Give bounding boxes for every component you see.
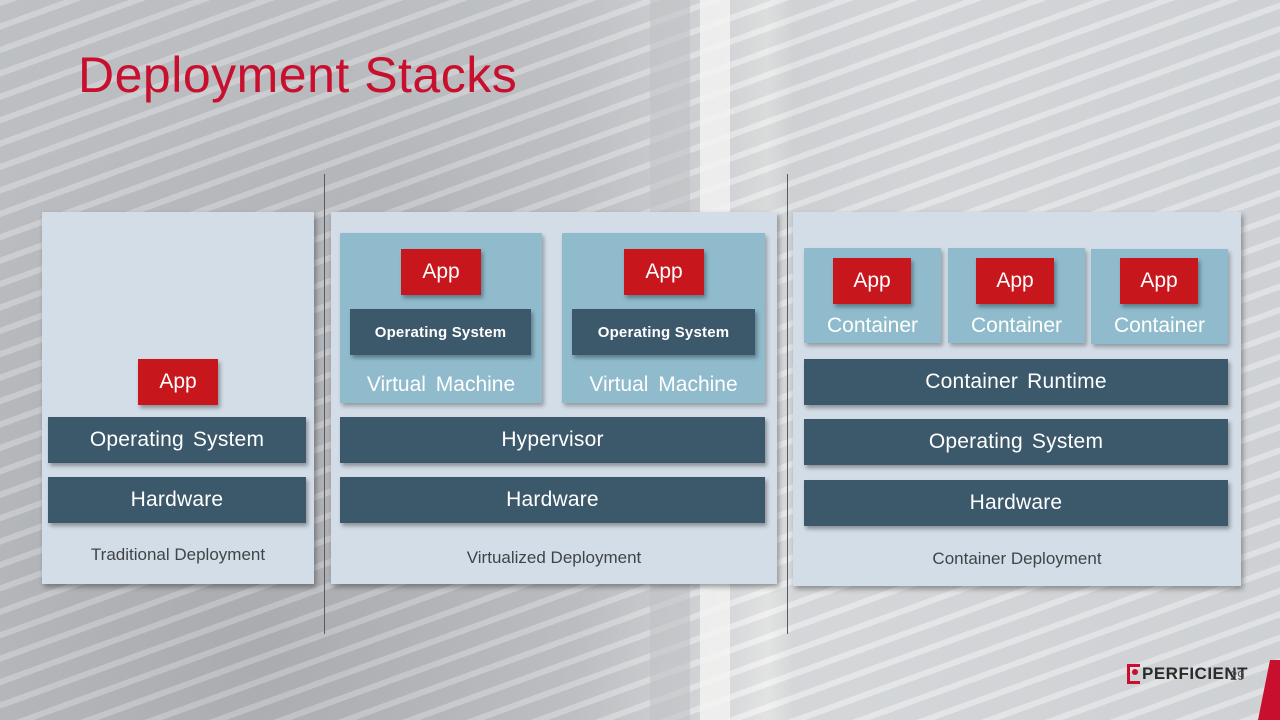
app-box: App: [1120, 258, 1198, 304]
app-box: App: [976, 258, 1054, 304]
virtual-machine-box: App Operating System Virtual Machine: [562, 233, 765, 403]
traditional-deployment-panel: App Operating System Hardware Traditiona…: [42, 212, 314, 584]
vm-label: Virtual Machine: [366, 373, 516, 396]
container-box: App Container: [948, 248, 1085, 343]
virtualized-deployment-panel: App Operating System Virtual Machine App…: [331, 212, 777, 584]
perficient-logo: PERFICIENT: [1127, 664, 1248, 684]
container-runtime-layer: Container Runtime: [804, 359, 1228, 405]
brand-name: PERFICIENT: [1142, 664, 1249, 683]
hardware-layer: Hardware: [340, 477, 765, 523]
hypervisor-layer: Hypervisor: [340, 417, 765, 463]
logo-mark-icon: [1127, 664, 1140, 684]
container-box: App Container: [804, 248, 941, 343]
vm-os-layer: Operating System: [350, 309, 531, 355]
os-layer: Operating System: [48, 417, 306, 463]
panel-caption: Virtualized Deployment: [466, 548, 642, 567]
container-box: App Container: [1091, 249, 1228, 344]
container-deployment-panel: App Container App Container App Containe…: [793, 212, 1241, 586]
column-divider: [787, 174, 788, 634]
hardware-layer: Hardware: [804, 480, 1228, 526]
column-divider: [324, 174, 325, 634]
virtual-machine-box: App Operating System Virtual Machine: [340, 233, 542, 403]
app-box: App: [624, 249, 704, 295]
slide-title: Deployment Stacks: [78, 47, 518, 103]
hardware-layer: Hardware: [48, 477, 306, 523]
app-box: App: [138, 359, 218, 405]
app-box: App: [401, 249, 481, 295]
vm-os-layer: Operating System: [572, 309, 755, 355]
os-layer: Operating System: [804, 419, 1228, 465]
container-label: Container: [970, 314, 1063, 337]
app-box: App: [833, 258, 911, 304]
page-number: 29: [1230, 668, 1245, 683]
container-label: Container: [826, 314, 919, 337]
container-label: Container: [1113, 314, 1206, 337]
vm-label: Virtual Machine: [589, 373, 738, 396]
panel-caption: Container Deployment: [932, 549, 1102, 568]
panel-caption: Traditional Deployment: [90, 545, 266, 564]
